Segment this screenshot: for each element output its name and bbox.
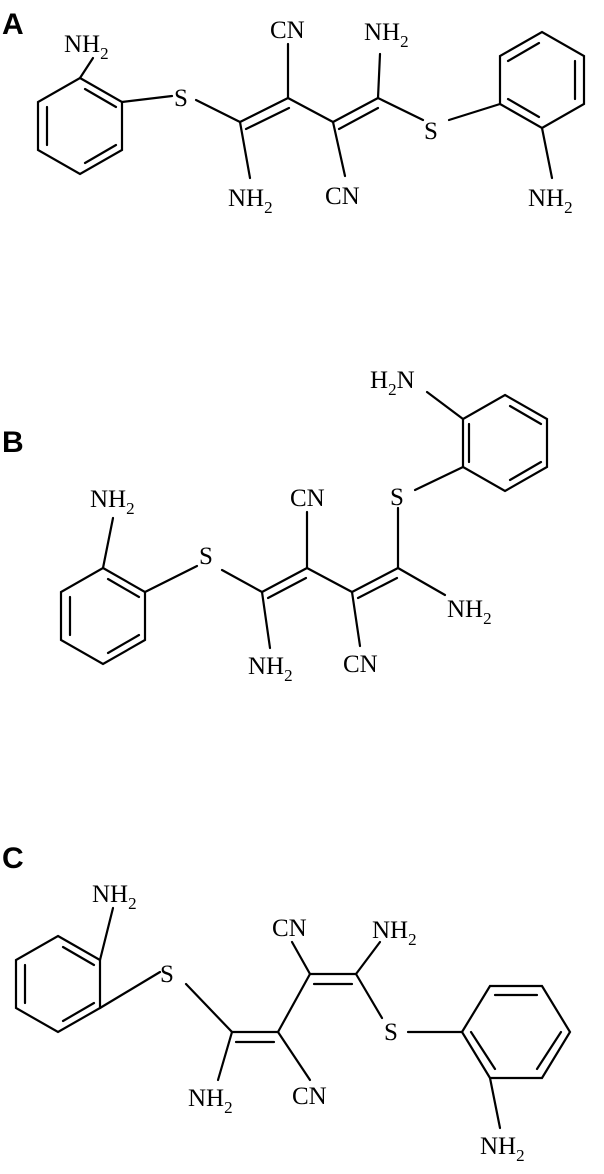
bond-c2-c3 xyxy=(305,566,354,594)
bond-c-nh2 xyxy=(260,590,272,650)
nitrile-group: CN xyxy=(343,651,378,678)
sulfur-atom: S xyxy=(424,118,438,145)
amino-group: NH2 xyxy=(90,486,135,518)
sulfur-atom: S xyxy=(384,1019,398,1046)
amino-group: NH2 xyxy=(480,1133,525,1165)
bonds-c xyxy=(14,906,572,1130)
bond-ring-nh2 xyxy=(488,1076,502,1130)
bond-c-s xyxy=(354,972,384,1020)
bond-c-cn xyxy=(350,590,362,648)
bond-ring-nh2 xyxy=(78,56,95,80)
amino-group: NH2 xyxy=(228,185,273,217)
ring-double-bonds xyxy=(45,87,118,165)
bond-ring-s xyxy=(120,94,174,104)
bond-c-s xyxy=(376,96,425,122)
benzene-ring xyxy=(59,566,147,666)
amino-group: NH2 xyxy=(64,31,109,63)
bond-c-nh2 xyxy=(354,940,382,976)
ring-double-bonds xyxy=(506,41,577,119)
double-bond-c3-c4 xyxy=(308,972,358,986)
amino-group: NH2 xyxy=(364,19,409,51)
nitrile-group: CN xyxy=(272,915,307,942)
bond-c-cn xyxy=(290,940,312,976)
bond-s-c xyxy=(194,98,242,124)
sulfur-atom: S xyxy=(199,543,213,570)
panel-label-b: B xyxy=(2,426,24,459)
bond-c-nh2 xyxy=(238,120,252,180)
bond-c-cn xyxy=(276,1030,312,1082)
bond-ring-nh2 xyxy=(98,906,115,962)
benzene-ring xyxy=(36,76,124,176)
bond-ring-nh2 xyxy=(540,126,554,180)
double-bond-c1-c2 xyxy=(230,1030,280,1044)
amino-group: NH2 xyxy=(92,881,137,913)
double-bond-c1-c2 xyxy=(260,566,309,600)
bond-s-ring xyxy=(143,564,199,594)
benzene-ring xyxy=(14,934,102,1034)
ring-double-bonds xyxy=(68,577,141,655)
sulfur-atom: S xyxy=(174,85,188,112)
nitrile-group: CN xyxy=(325,183,360,210)
nitrile-group: CN xyxy=(292,1083,327,1110)
bond-ring-s xyxy=(413,465,465,492)
bond-c2-c3 xyxy=(286,96,335,124)
sulfur-atom: S xyxy=(390,484,404,511)
amino-group: NH2 xyxy=(372,917,417,949)
nitrile-group: CN xyxy=(290,485,325,512)
panel-label-c: C xyxy=(2,842,24,875)
bond-c-nh2 xyxy=(216,1030,234,1082)
panel-c: C xyxy=(2,842,572,1165)
double-bond-c3-c4 xyxy=(331,96,380,131)
bonds-a xyxy=(36,30,586,180)
panel-b: B xyxy=(2,367,549,685)
bond-c-nh2 xyxy=(396,566,447,597)
nitrile-group: CN xyxy=(270,17,305,44)
bond-ring-s xyxy=(98,970,162,1010)
panel-a: A xyxy=(2,8,586,217)
bond-c-nh2 xyxy=(376,52,382,100)
ring-double-bonds xyxy=(23,945,96,1023)
amino-group: NH2 xyxy=(528,185,573,217)
bonds-b xyxy=(59,390,549,666)
ring-double-bonds xyxy=(469,993,563,1071)
sulfur-atom: S xyxy=(160,961,174,988)
bond-ring-nh2 xyxy=(425,390,465,421)
bond-c-s xyxy=(220,568,264,594)
benzene-ring xyxy=(461,393,549,493)
amino-group: H2N xyxy=(370,367,415,399)
double-bond-c3-c4 xyxy=(350,566,400,600)
benzene-ring xyxy=(460,984,572,1080)
bond-s-c xyxy=(184,982,234,1034)
bond-c-cn xyxy=(331,120,347,178)
benzene-ring xyxy=(498,30,586,130)
panel-label-a: A xyxy=(2,8,24,41)
bond-c2-c3 xyxy=(276,972,312,1034)
amino-group: NH2 xyxy=(188,1085,233,1117)
bond-s-ring xyxy=(447,102,502,122)
amino-group: NH2 xyxy=(248,653,293,685)
double-bond-c1-c2 xyxy=(238,96,291,131)
bond-ring-nh2 xyxy=(101,516,115,570)
amino-group: NH2 xyxy=(447,596,492,628)
ring-double-bonds xyxy=(467,404,543,482)
